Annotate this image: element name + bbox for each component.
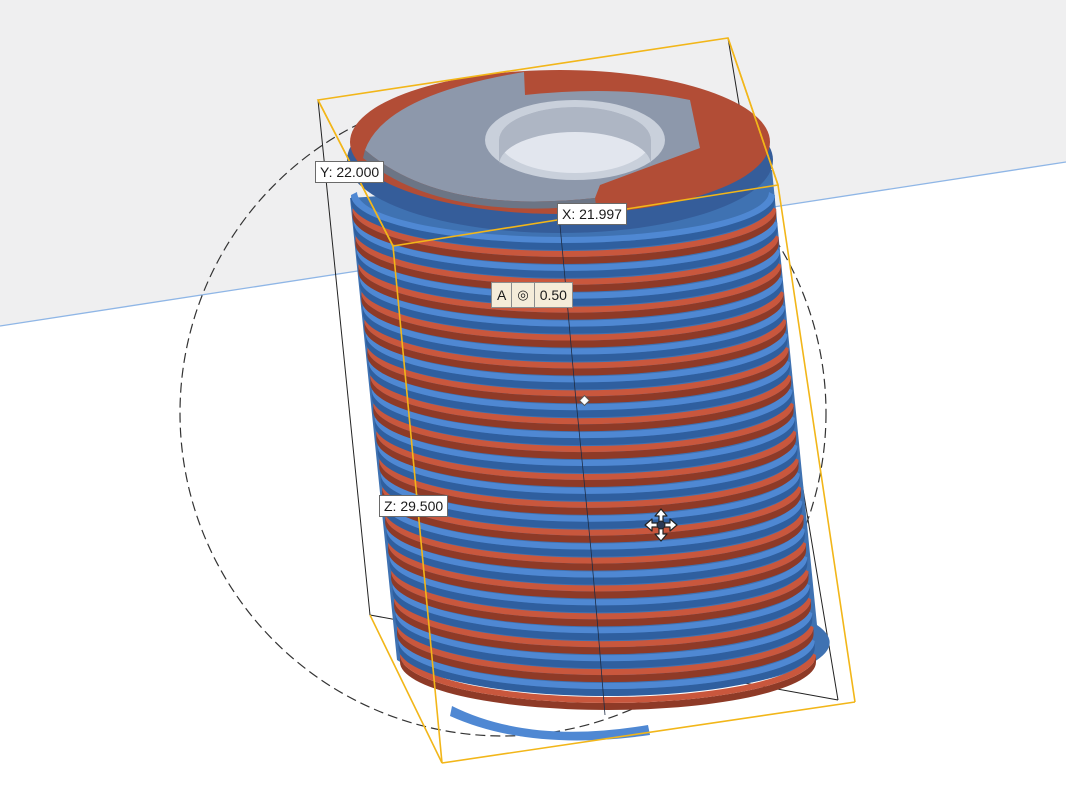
concentricity-icon: ◎ — [512, 283, 535, 307]
z-dimension-label: Z: 29.500 — [379, 495, 449, 517]
feature-control-frame[interactable]: A ◎ 0.50 — [491, 282, 573, 308]
center-point-icon — [578, 394, 591, 407]
coil-part[interactable] — [347, 70, 830, 741]
move-handle[interactable] — [643, 507, 679, 543]
y-dimension-label: Y: 22.000 — [315, 161, 385, 183]
datum-cell: A — [492, 283, 513, 307]
tolerance-value: 0.50 — [539, 287, 567, 303]
x-dimension-label: X: 21.997 — [557, 203, 627, 225]
move-arrows-icon — [644, 508, 678, 542]
